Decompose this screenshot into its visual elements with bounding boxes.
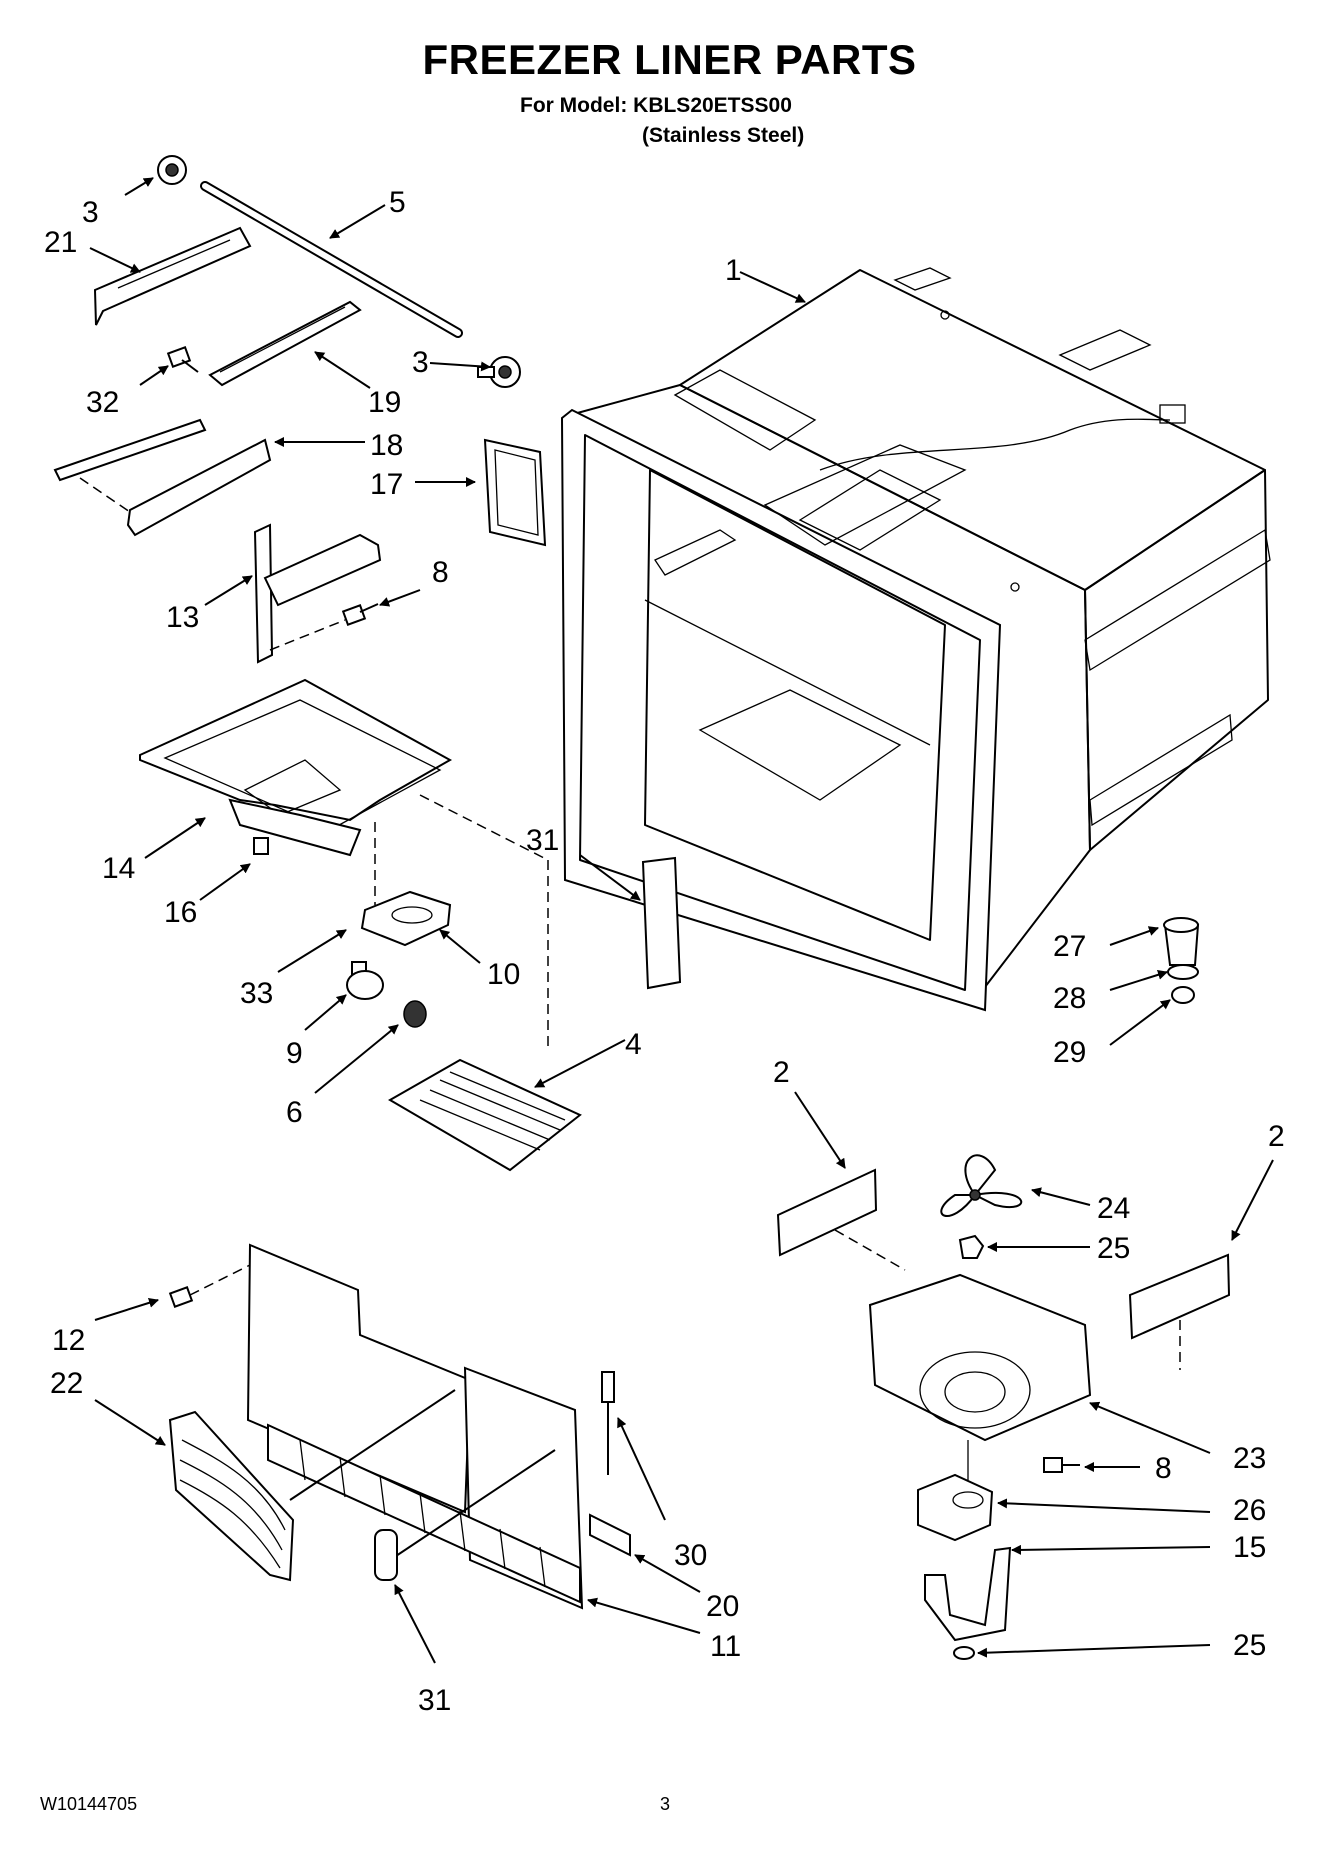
callout-33: 33 bbox=[240, 977, 273, 1010]
callout-24: 24 bbox=[1097, 1192, 1130, 1225]
callout-8b: 8 bbox=[1155, 1452, 1172, 1485]
callout-20: 20 bbox=[706, 1590, 739, 1623]
filter-part bbox=[483, 438, 547, 547]
grille-part bbox=[168, 1410, 295, 1582]
callout-9: 9 bbox=[286, 1037, 303, 1070]
callout-10: 10 bbox=[487, 958, 520, 991]
bracket-part bbox=[253, 523, 382, 664]
tray-part bbox=[388, 794, 582, 1172]
callout-17: 17 bbox=[370, 468, 403, 501]
callout-31: 31 bbox=[526, 824, 559, 857]
evaporator-cover-part bbox=[246, 1243, 584, 1610]
callout-19: 19 bbox=[368, 386, 401, 419]
callout-27: 27 bbox=[1053, 930, 1086, 963]
duct-part bbox=[641, 856, 682, 990]
callout-16: 16 bbox=[164, 896, 197, 929]
callout-8: 8 bbox=[432, 556, 449, 589]
callout-6: 6 bbox=[286, 1096, 303, 1129]
bulb-part bbox=[346, 970, 384, 1000]
callout-31b: 31 bbox=[418, 1684, 451, 1717]
switch-part bbox=[253, 837, 269, 855]
callout-labels: 3 5 21 1 32 3 19 18 17 8 13 14 31 16 10 … bbox=[44, 186, 1285, 1717]
light-housing-part bbox=[360, 822, 452, 947]
nut-part bbox=[953, 1646, 975, 1660]
screw-part bbox=[166, 346, 199, 373]
callout-21: 21 bbox=[44, 226, 77, 259]
motor-bracket-part bbox=[924, 1546, 1012, 1642]
callout-22: 22 bbox=[50, 1367, 83, 1400]
callout-12: 12 bbox=[52, 1324, 85, 1357]
callout-2: 2 bbox=[773, 1056, 790, 1089]
model-number: For Model: KBLS20ETSS00 bbox=[520, 94, 792, 117]
callout-15: 15 bbox=[1233, 1531, 1266, 1564]
callout-18: 18 bbox=[370, 429, 403, 462]
housing-part bbox=[139, 678, 453, 857]
callout-28: 28 bbox=[1053, 982, 1086, 1015]
callout-29: 29 bbox=[1053, 1036, 1086, 1069]
fan-housing-part bbox=[868, 1273, 1092, 1442]
nut-part bbox=[958, 1234, 985, 1259]
callout-1: 1 bbox=[725, 254, 742, 287]
fan-blade-part bbox=[940, 1154, 1023, 1217]
page-title: FREEZER LINER PARTS bbox=[422, 36, 917, 83]
track-part bbox=[53, 418, 272, 537]
callout-25: 25 bbox=[1097, 1232, 1130, 1265]
rail-part bbox=[93, 226, 252, 326]
insulation-pad-part bbox=[1128, 1253, 1231, 1340]
page-number: 3 bbox=[660, 1794, 671, 1814]
slide-part bbox=[208, 300, 362, 387]
callout-11: 11 bbox=[710, 1630, 741, 1663]
callout-5: 5 bbox=[389, 186, 406, 219]
screw-part bbox=[1043, 1457, 1080, 1473]
callout-4: 4 bbox=[625, 1028, 642, 1061]
model-finish: (Stainless Steel) bbox=[642, 124, 805, 147]
insulation-pad-part bbox=[776, 1168, 878, 1257]
callout-3: 3 bbox=[82, 196, 99, 229]
callout-14: 14 bbox=[102, 852, 135, 885]
insulation-strip-part bbox=[589, 1513, 631, 1557]
callout-25b: 25 bbox=[1233, 1629, 1266, 1662]
fan-motor-part bbox=[917, 1440, 994, 1542]
leader-lines bbox=[89, 177, 1274, 1664]
sensor-part bbox=[601, 1371, 615, 1475]
document-number: W10144705 bbox=[40, 1794, 138, 1814]
duct-part bbox=[374, 1529, 398, 1581]
callout-13: 13 bbox=[166, 601, 199, 634]
fan-assembly-small-parts bbox=[1163, 917, 1200, 1004]
callout-23: 23 bbox=[1233, 1442, 1266, 1475]
callout-32: 32 bbox=[86, 386, 119, 419]
callout-26: 26 bbox=[1233, 1494, 1266, 1527]
screw-part bbox=[168, 1264, 251, 1308]
screw-part bbox=[341, 603, 379, 626]
socket-part bbox=[403, 1000, 427, 1028]
callout-2b: 2 bbox=[1268, 1120, 1285, 1153]
gear-part bbox=[157, 155, 521, 388]
callout-3b: 3 bbox=[412, 346, 429, 379]
callout-30: 30 bbox=[674, 1539, 707, 1572]
